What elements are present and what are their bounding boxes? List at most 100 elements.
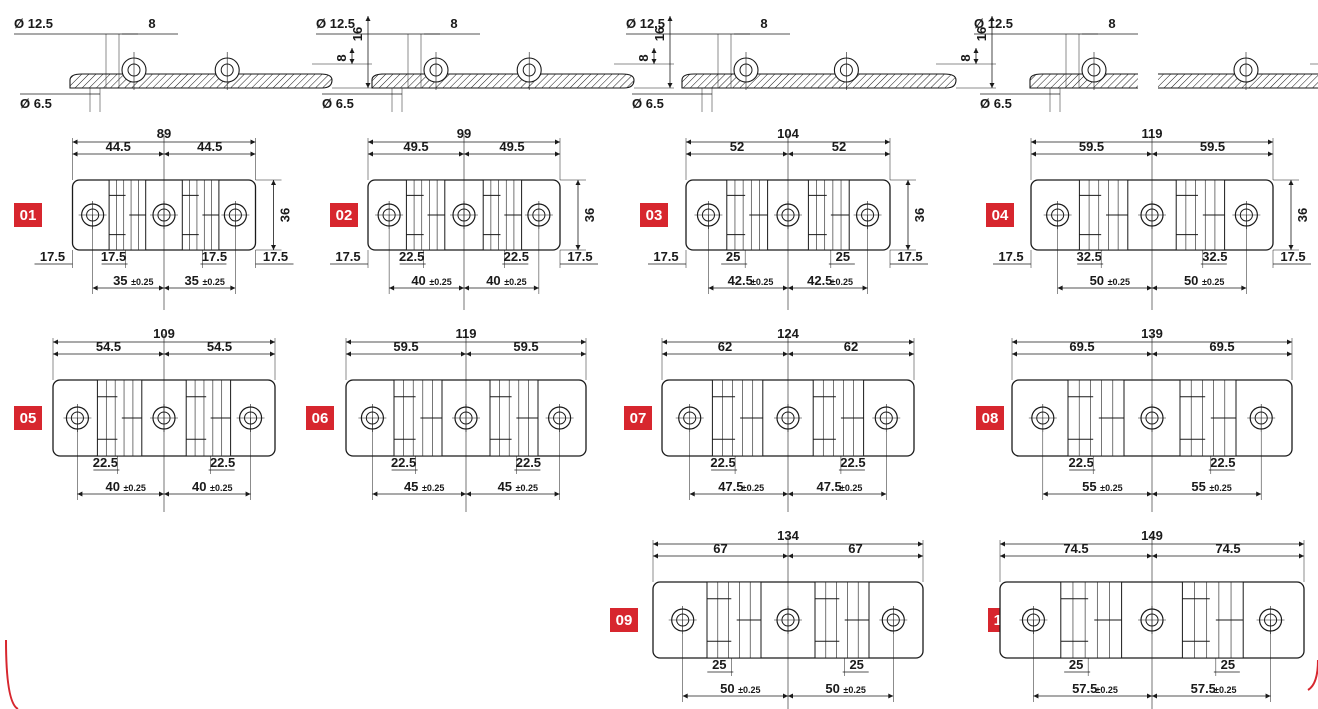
label-half-left: 54.5 (96, 339, 121, 354)
label-inner-left: 32.5 (1077, 249, 1102, 264)
label-inner-right: 22.5 (210, 455, 235, 470)
label-pitch-left: 55 (1082, 479, 1096, 494)
label-pitch-left: 57.5 (1072, 681, 1097, 696)
dim-pitch-left-arrow-left (689, 491, 695, 497)
label-tol-left: ±0.25 (751, 277, 773, 287)
hinge-tag-bg (976, 406, 1004, 430)
label-pitch-right: 57.5 (1191, 681, 1216, 696)
label-inner-right: 22.5 (504, 249, 529, 264)
dim-pitch-left-arrow-right (159, 285, 164, 291)
dim-height-arrow-top (667, 16, 673, 21)
label-half-left: 52 (730, 139, 744, 154)
dim-pitch-left-arrow-left (1033, 693, 1039, 699)
dim-pitch-right-arrow-right (881, 491, 887, 497)
label-half-right: 74.5 (1215, 541, 1240, 556)
hinge-tag-label: 02 (336, 207, 353, 224)
knuckle-block-right (482, 179, 523, 251)
label-inner-right: 25 (849, 657, 863, 672)
dim-total-arrow-right (1299, 541, 1304, 547)
label-knuckle: 8 (636, 54, 651, 61)
dim-height-arrow-bottom (1288, 245, 1294, 250)
dim-total-arrow-left (1012, 339, 1017, 345)
hinge-tag-label: 08 (982, 410, 999, 427)
label-tol-right: ±0.25 (1202, 277, 1224, 287)
dim-total-arrow-right (250, 139, 256, 145)
dim-total-arrow-left (53, 339, 58, 345)
dim-total-arrow-left (72, 139, 78, 145)
label-pitch-right: 47.5 (816, 479, 841, 494)
label-inner-left: 22.5 (93, 455, 118, 470)
knuckle-block-right (1179, 379, 1237, 457)
label-half-right: 54.5 (207, 339, 232, 354)
label-pitch-right: 40 (486, 273, 500, 288)
dim-pitch-left-arrow-right (783, 285, 788, 291)
knuckle-block-left (1060, 581, 1123, 659)
dim-knuckle-arrow-top (349, 48, 355, 53)
hinge-tag-bg (986, 203, 1014, 227)
hinge-tag-03: 03 (640, 203, 668, 227)
dim-height-arrow-top (575, 180, 581, 185)
dim-half-left-arrow-left (1031, 151, 1036, 157)
dim-height-arrow-bottom (365, 83, 371, 88)
label-hole-large: Ø 12.5 (14, 16, 53, 31)
label-tol-left: ±0.25 (1095, 685, 1117, 695)
label-pitch-left: 50 (1090, 273, 1104, 288)
label-hole-large: Ø 12.5 (316, 16, 355, 31)
label-half-left: 44.5 (106, 139, 131, 154)
label-total: 119 (1142, 126, 1163, 141)
profile-plate (69, 73, 333, 89)
dim-half-left-arrow-right (159, 351, 164, 357)
label-tol-right: ±0.25 (210, 483, 232, 493)
label-inner-right: 22.5 (1210, 455, 1235, 470)
label-tol-right: ±0.25 (840, 483, 862, 493)
dim-height-arrow-top (365, 16, 371, 21)
hinge-tag-label: 01 (20, 207, 37, 224)
dim-total-arrow-right (1268, 139, 1273, 145)
dim-half-right-arrow-right (1299, 553, 1304, 559)
label-inner-right: 17.5 (202, 249, 227, 264)
hinge-tag-bg (640, 203, 668, 227)
dim-half-right-arrow-left (464, 151, 469, 157)
label-tol-right: ±0.25 (516, 483, 538, 493)
dim-half-right-arrow-right (250, 151, 256, 157)
dim-half-left-arrow-right (461, 351, 466, 357)
dim-half-left-arrow-right (783, 151, 788, 157)
hinge-tag-bg (14, 406, 42, 430)
knuckle-block-right (807, 179, 850, 251)
hinge-tag-bg (330, 203, 358, 227)
hinge-tag-label: 06 (312, 410, 329, 427)
label-inner-right: 25 (1221, 657, 1235, 672)
hinge-tag-label: 09 (616, 612, 633, 629)
label-total: 104 (777, 126, 799, 141)
label-half-right: 67 (848, 541, 862, 556)
label-height: 36 (912, 208, 927, 222)
dim-half-left-arrow-right (459, 151, 464, 157)
dim-half-left-arrow-right (1147, 553, 1152, 559)
dim-half-right-arrow-left (1152, 553, 1157, 559)
label-inner-left: 22.5 (391, 455, 416, 470)
dim-half-left-arrow-left (1012, 351, 1017, 357)
dim-total-arrow-right (270, 339, 275, 345)
label-total: 149 (1141, 528, 1163, 543)
dim-half-left-arrow-left (686, 151, 691, 157)
knuckle-block-left (405, 179, 446, 251)
label-half-left: 59.5 (393, 339, 418, 354)
label-tol-right: ±0.25 (1214, 685, 1236, 695)
label-total: 119 (456, 326, 477, 341)
dim-knuckle-arrow-top (973, 48, 979, 53)
hinge-tag-05: 05 (14, 406, 42, 430)
label-tol-left: ±0.25 (1108, 277, 1130, 287)
knuckle-block-right (185, 379, 232, 457)
dim-pitch-right-arrow-left (1152, 693, 1157, 699)
hinge-tag-07: 07 (624, 406, 652, 430)
label-total: 99 (457, 126, 471, 141)
dim-half-right-arrow-left (788, 351, 793, 357)
label-edge-right: 17.5 (567, 249, 592, 264)
dim-half-right-arrow-left (466, 351, 471, 357)
knuckle-block-left (706, 581, 762, 659)
